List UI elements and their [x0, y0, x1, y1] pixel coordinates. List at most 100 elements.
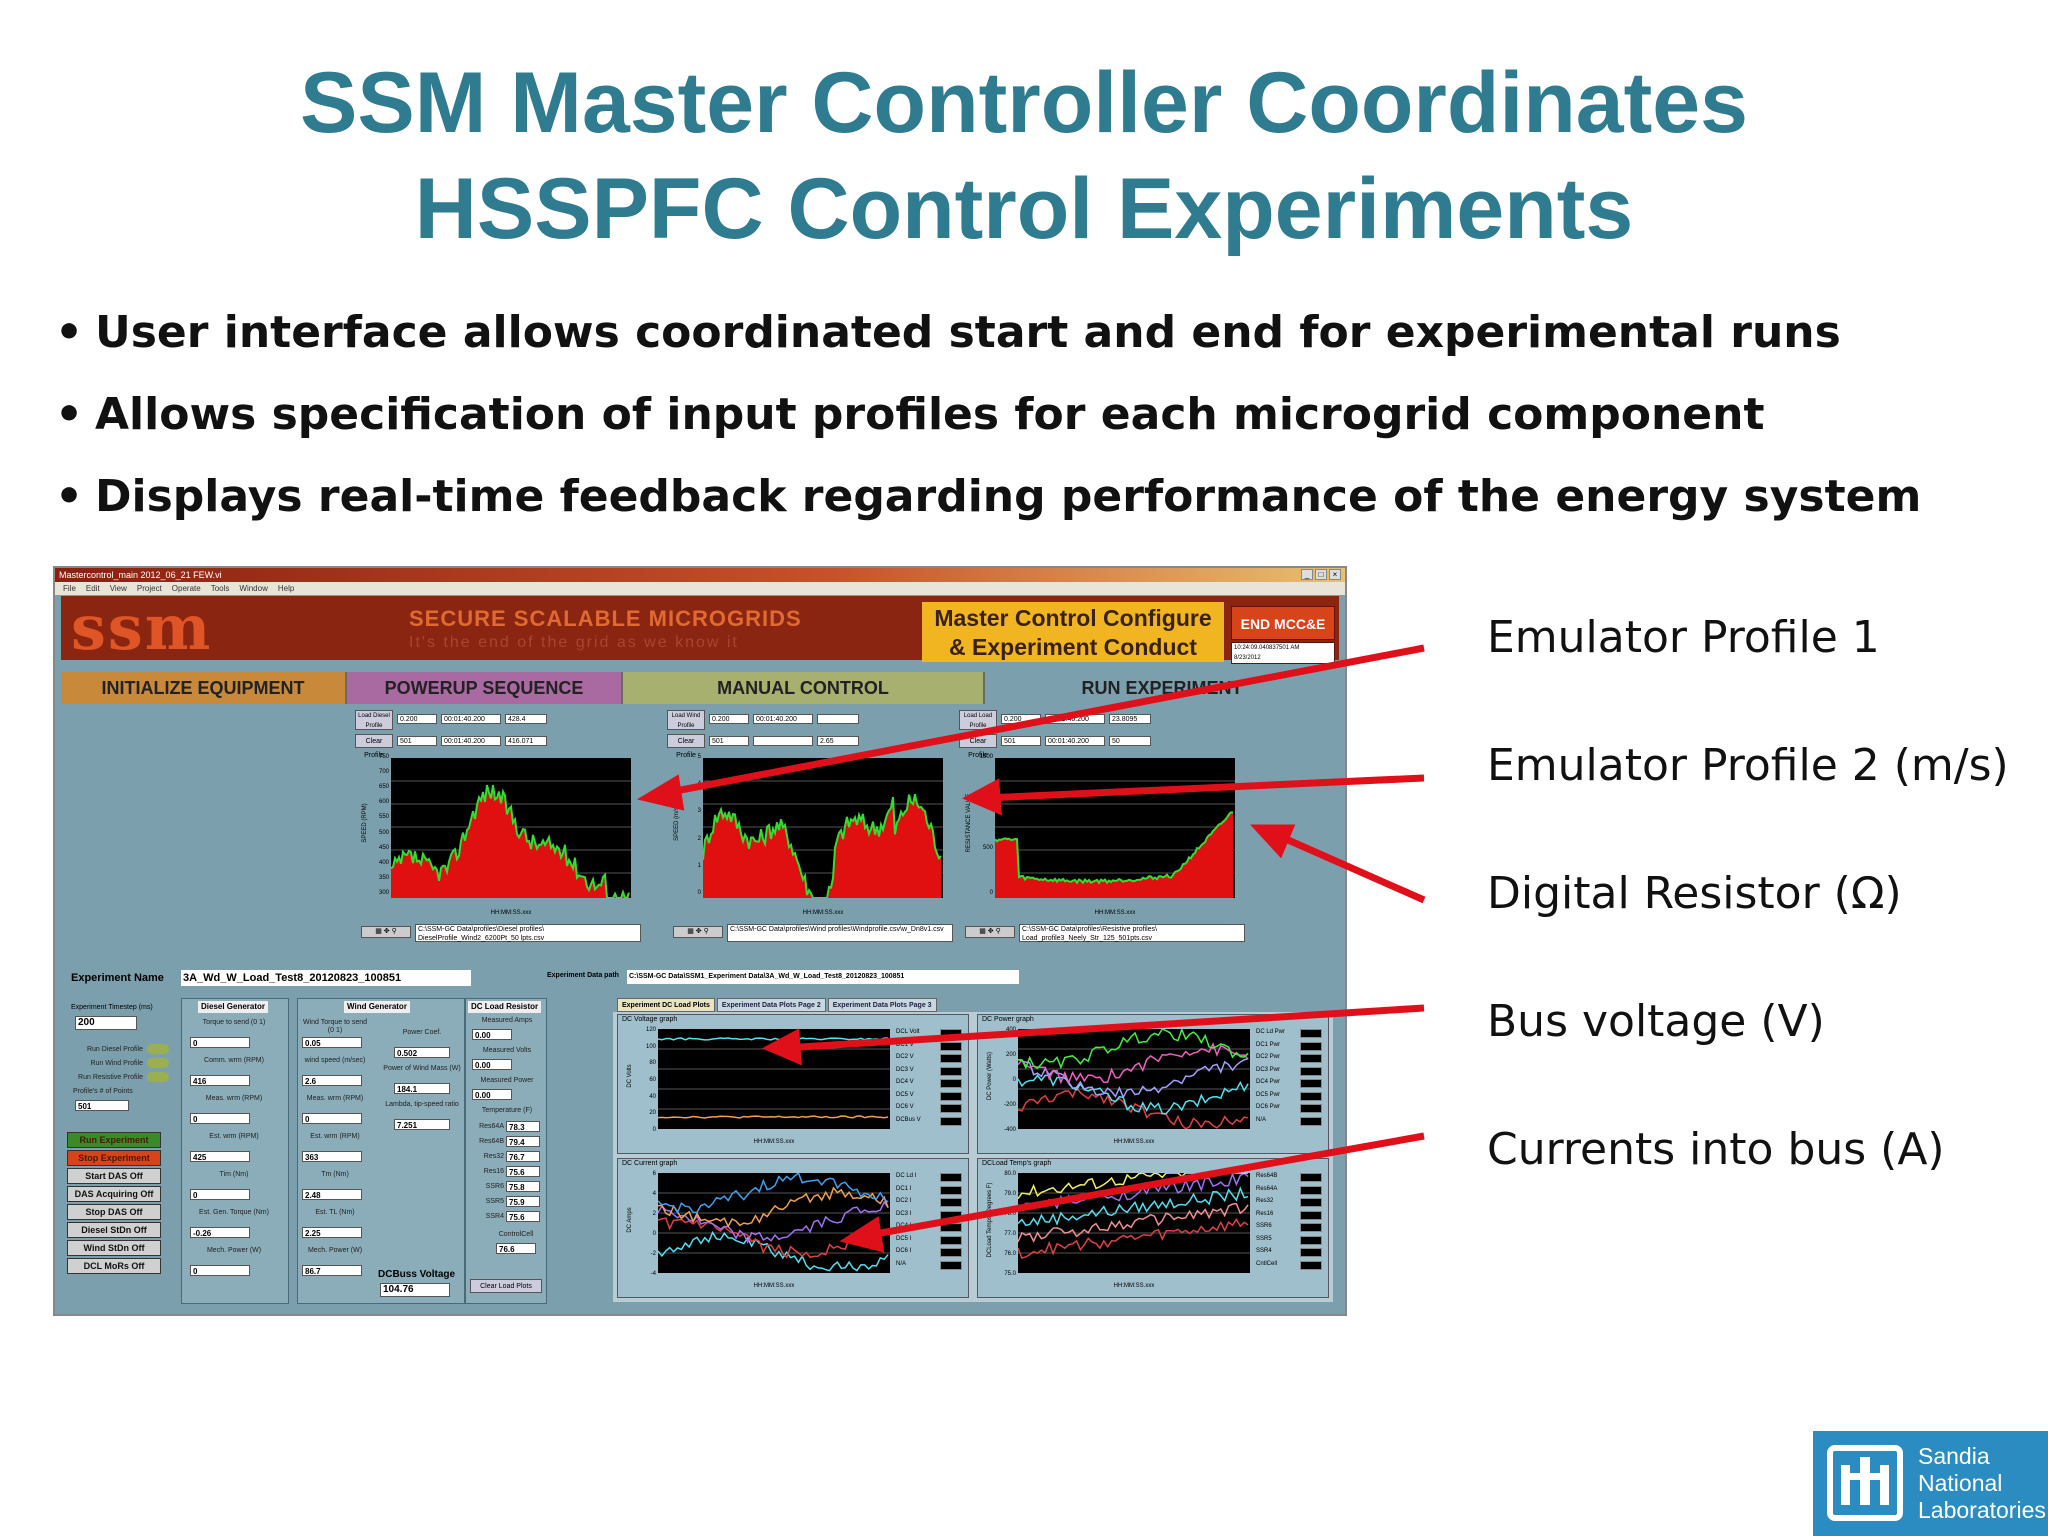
- menu-operate[interactable]: Operate: [171, 584, 201, 593]
- legend-swatch: [940, 1235, 962, 1245]
- y-tick-label: 1000: [979, 799, 993, 806]
- wind-field-value[interactable]: 0: [302, 1113, 362, 1124]
- wind-field-value[interactable]: 0.05: [302, 1037, 362, 1048]
- emulator-trace: [390, 780, 631, 900]
- emulator-plot-area: [390, 758, 631, 900]
- legend-label: Res32: [1256, 1198, 1274, 1204]
- run-wind-label: Run Wind Profile: [90, 1060, 143, 1067]
- legend-swatch: [1300, 1041, 1322, 1051]
- menu-file[interactable]: File: [63, 584, 76, 593]
- graph-tools-icon[interactable]: ▦ ✥ ⚲: [965, 926, 1015, 938]
- points-input[interactable]: 501: [75, 1100, 129, 1111]
- graph-tools-icon[interactable]: ▦ ✥ ⚲: [361, 926, 411, 938]
- wind-field-label: Wind Torque to send (0 1): [302, 1019, 368, 1034]
- wind-right-value[interactable]: 0.502: [394, 1047, 450, 1058]
- menu-help[interactable]: Help: [277, 584, 295, 593]
- load-profile-button[interactable]: Load Load Profile: [959, 710, 997, 730]
- clear-profile-button[interactable]: Clear Profile: [959, 734, 997, 759]
- graph-y-tick: 4: [652, 1191, 656, 1197]
- y-axis-label: SPEED (RPM): [362, 803, 368, 843]
- legend-label: DC5 V: [896, 1091, 914, 1098]
- legend-swatch: [1300, 1235, 1322, 1245]
- tab-initialize-equipment[interactable]: INITIALIZE EQUIPMENT: [61, 672, 347, 704]
- menu-edit[interactable]: Edit: [85, 584, 100, 593]
- menu-tools[interactable]: Tools: [210, 584, 230, 593]
- temp-value: 76.7: [506, 1151, 540, 1162]
- legend-label: Res64B: [1256, 1173, 1278, 1179]
- tab-manual-control[interactable]: MANUAL CONTROL: [623, 672, 985, 704]
- wind-right-value[interactable]: 7.251: [394, 1119, 450, 1130]
- wind-right-value[interactable]: 184.1: [394, 1083, 450, 1094]
- bullet-list: •User interface allows coordinated start…: [55, 305, 1955, 551]
- legend-label: DC5 Pwr: [1256, 1091, 1281, 1098]
- y-tick-label: 650: [378, 784, 389, 791]
- points-field: 501: [397, 736, 437, 746]
- maximize-icon[interactable]: □: [1315, 569, 1327, 580]
- experiment-path-input[interactable]: C:\SSM-GC Data\SSM1_Experiment Data\3A_W…: [627, 970, 1019, 984]
- timestep-input[interactable]: 200: [75, 1016, 137, 1030]
- menu-view[interactable]: View: [109, 584, 127, 593]
- profile-file-path[interactable]: C:\SSM-GC Data\profiles\Wind profiles\Wi…: [727, 924, 953, 942]
- wind-field-value[interactable]: 363: [302, 1151, 362, 1162]
- tab-data-plots-page3[interactable]: Experiment Data Plots Page 3: [827, 998, 937, 1012]
- experiment-button[interactable]: DAS Acquiring Off: [67, 1186, 161, 1202]
- menu-project[interactable]: Project: [136, 584, 162, 593]
- close-icon[interactable]: ×: [1329, 569, 1341, 580]
- minimize-icon[interactable]: _: [1301, 569, 1313, 580]
- points-field: 501: [709, 736, 749, 746]
- legend-label: DC6 V: [896, 1104, 914, 1110]
- experiment-button[interactable]: Run Experiment: [67, 1132, 161, 1148]
- legend-label: DC4 V: [896, 1079, 914, 1085]
- graph-y-tick: 78.0: [1004, 1211, 1016, 1217]
- legend-swatch: [1300, 1185, 1322, 1195]
- experiment-button[interactable]: Stop DAS Off: [67, 1204, 161, 1220]
- end-mcc-button[interactable]: END MCC&E: [1231, 606, 1335, 640]
- diesel-field-value[interactable]: 425: [190, 1151, 250, 1162]
- experiment-button[interactable]: Start DAS Off: [67, 1168, 161, 1184]
- graph-y-tick: -2: [650, 1251, 656, 1257]
- bullet-text: Displays real-time feedback regarding pe…: [95, 471, 1922, 522]
- wind-field-value[interactable]: 2.48: [302, 1189, 362, 1200]
- run-diesel-led[interactable]: [147, 1044, 169, 1054]
- tab-dc-load-plots[interactable]: Experiment DC Load Plots: [617, 998, 715, 1012]
- bullet-text: Allows specification of input profiles f…: [95, 389, 1765, 440]
- legend-label: DC4 Pwr: [1256, 1079, 1281, 1085]
- legend-label: DC5 I: [896, 1235, 912, 1242]
- experiment-button[interactable]: Diesel StDn Off: [67, 1222, 161, 1238]
- annotation-profile1: Emulator Profile 1: [1487, 612, 1880, 663]
- load-profile-button[interactable]: Load Diesel Profile: [355, 710, 393, 730]
- graph-series-line: [657, 1115, 889, 1119]
- diesel-field-value[interactable]: 0: [190, 1113, 250, 1124]
- profile-file-path[interactable]: C:\SSM-GC Data\profiles\Diesel profiles\…: [415, 924, 641, 942]
- legend-label: N/A: [896, 1260, 907, 1267]
- menu-window[interactable]: Window: [239, 584, 268, 593]
- tab-powerup-sequence[interactable]: POWERUP SEQUENCE: [347, 672, 623, 704]
- clear-profile-button[interactable]: Clear Profile: [667, 734, 705, 759]
- graph-title: DC Power graph: [982, 1016, 1034, 1023]
- wind-field-value[interactable]: 2.25: [302, 1227, 362, 1238]
- labview-window: Mastercontrol_main 2012_06_21 FEW.vi _ □…: [53, 566, 1347, 1316]
- clear-load-plots-button[interactable]: Clear Load Plots: [470, 1279, 542, 1293]
- diesel-field-value[interactable]: 0: [190, 1037, 250, 1048]
- experiment-name-input[interactable]: 3A_Wd_W_Load_Test8_20120823_100851: [181, 970, 471, 986]
- experiment-button[interactable]: DCL MoRs Off: [67, 1258, 161, 1274]
- wind-field-value[interactable]: 86.7: [302, 1265, 362, 1276]
- graph-tools-icon[interactable]: ▦ ✥ ⚲: [673, 926, 723, 938]
- profile-file-path[interactable]: C:\SSM-GC Data\profiles\Resistive profil…: [1019, 924, 1245, 942]
- load-profile-button[interactable]: Load Wind Profile: [667, 710, 705, 730]
- wind-field-value[interactable]: 2.6: [302, 1075, 362, 1086]
- run-resistive-led[interactable]: [147, 1072, 169, 1082]
- tab-data-plots-page2[interactable]: Experiment Data Plots Page 2: [716, 998, 826, 1012]
- run-wind-led[interactable]: [147, 1058, 169, 1068]
- tab-run-experiment[interactable]: RUN EXPERIMENT: [985, 672, 1339, 704]
- graph-series-line: [657, 1186, 889, 1229]
- experiment-button[interactable]: Stop Experiment: [67, 1150, 161, 1166]
- diesel-field-value[interactable]: 0: [190, 1189, 250, 1200]
- clear-profile-button[interactable]: Clear Profile: [355, 734, 393, 759]
- diesel-field-value[interactable]: -0.26: [190, 1227, 250, 1238]
- legend-label: DC3 V: [896, 1066, 914, 1073]
- diesel-field-value[interactable]: 416: [190, 1075, 250, 1086]
- diesel-field-value[interactable]: 0: [190, 1265, 250, 1276]
- experiment-button[interactable]: Wind StDn Off: [67, 1240, 161, 1256]
